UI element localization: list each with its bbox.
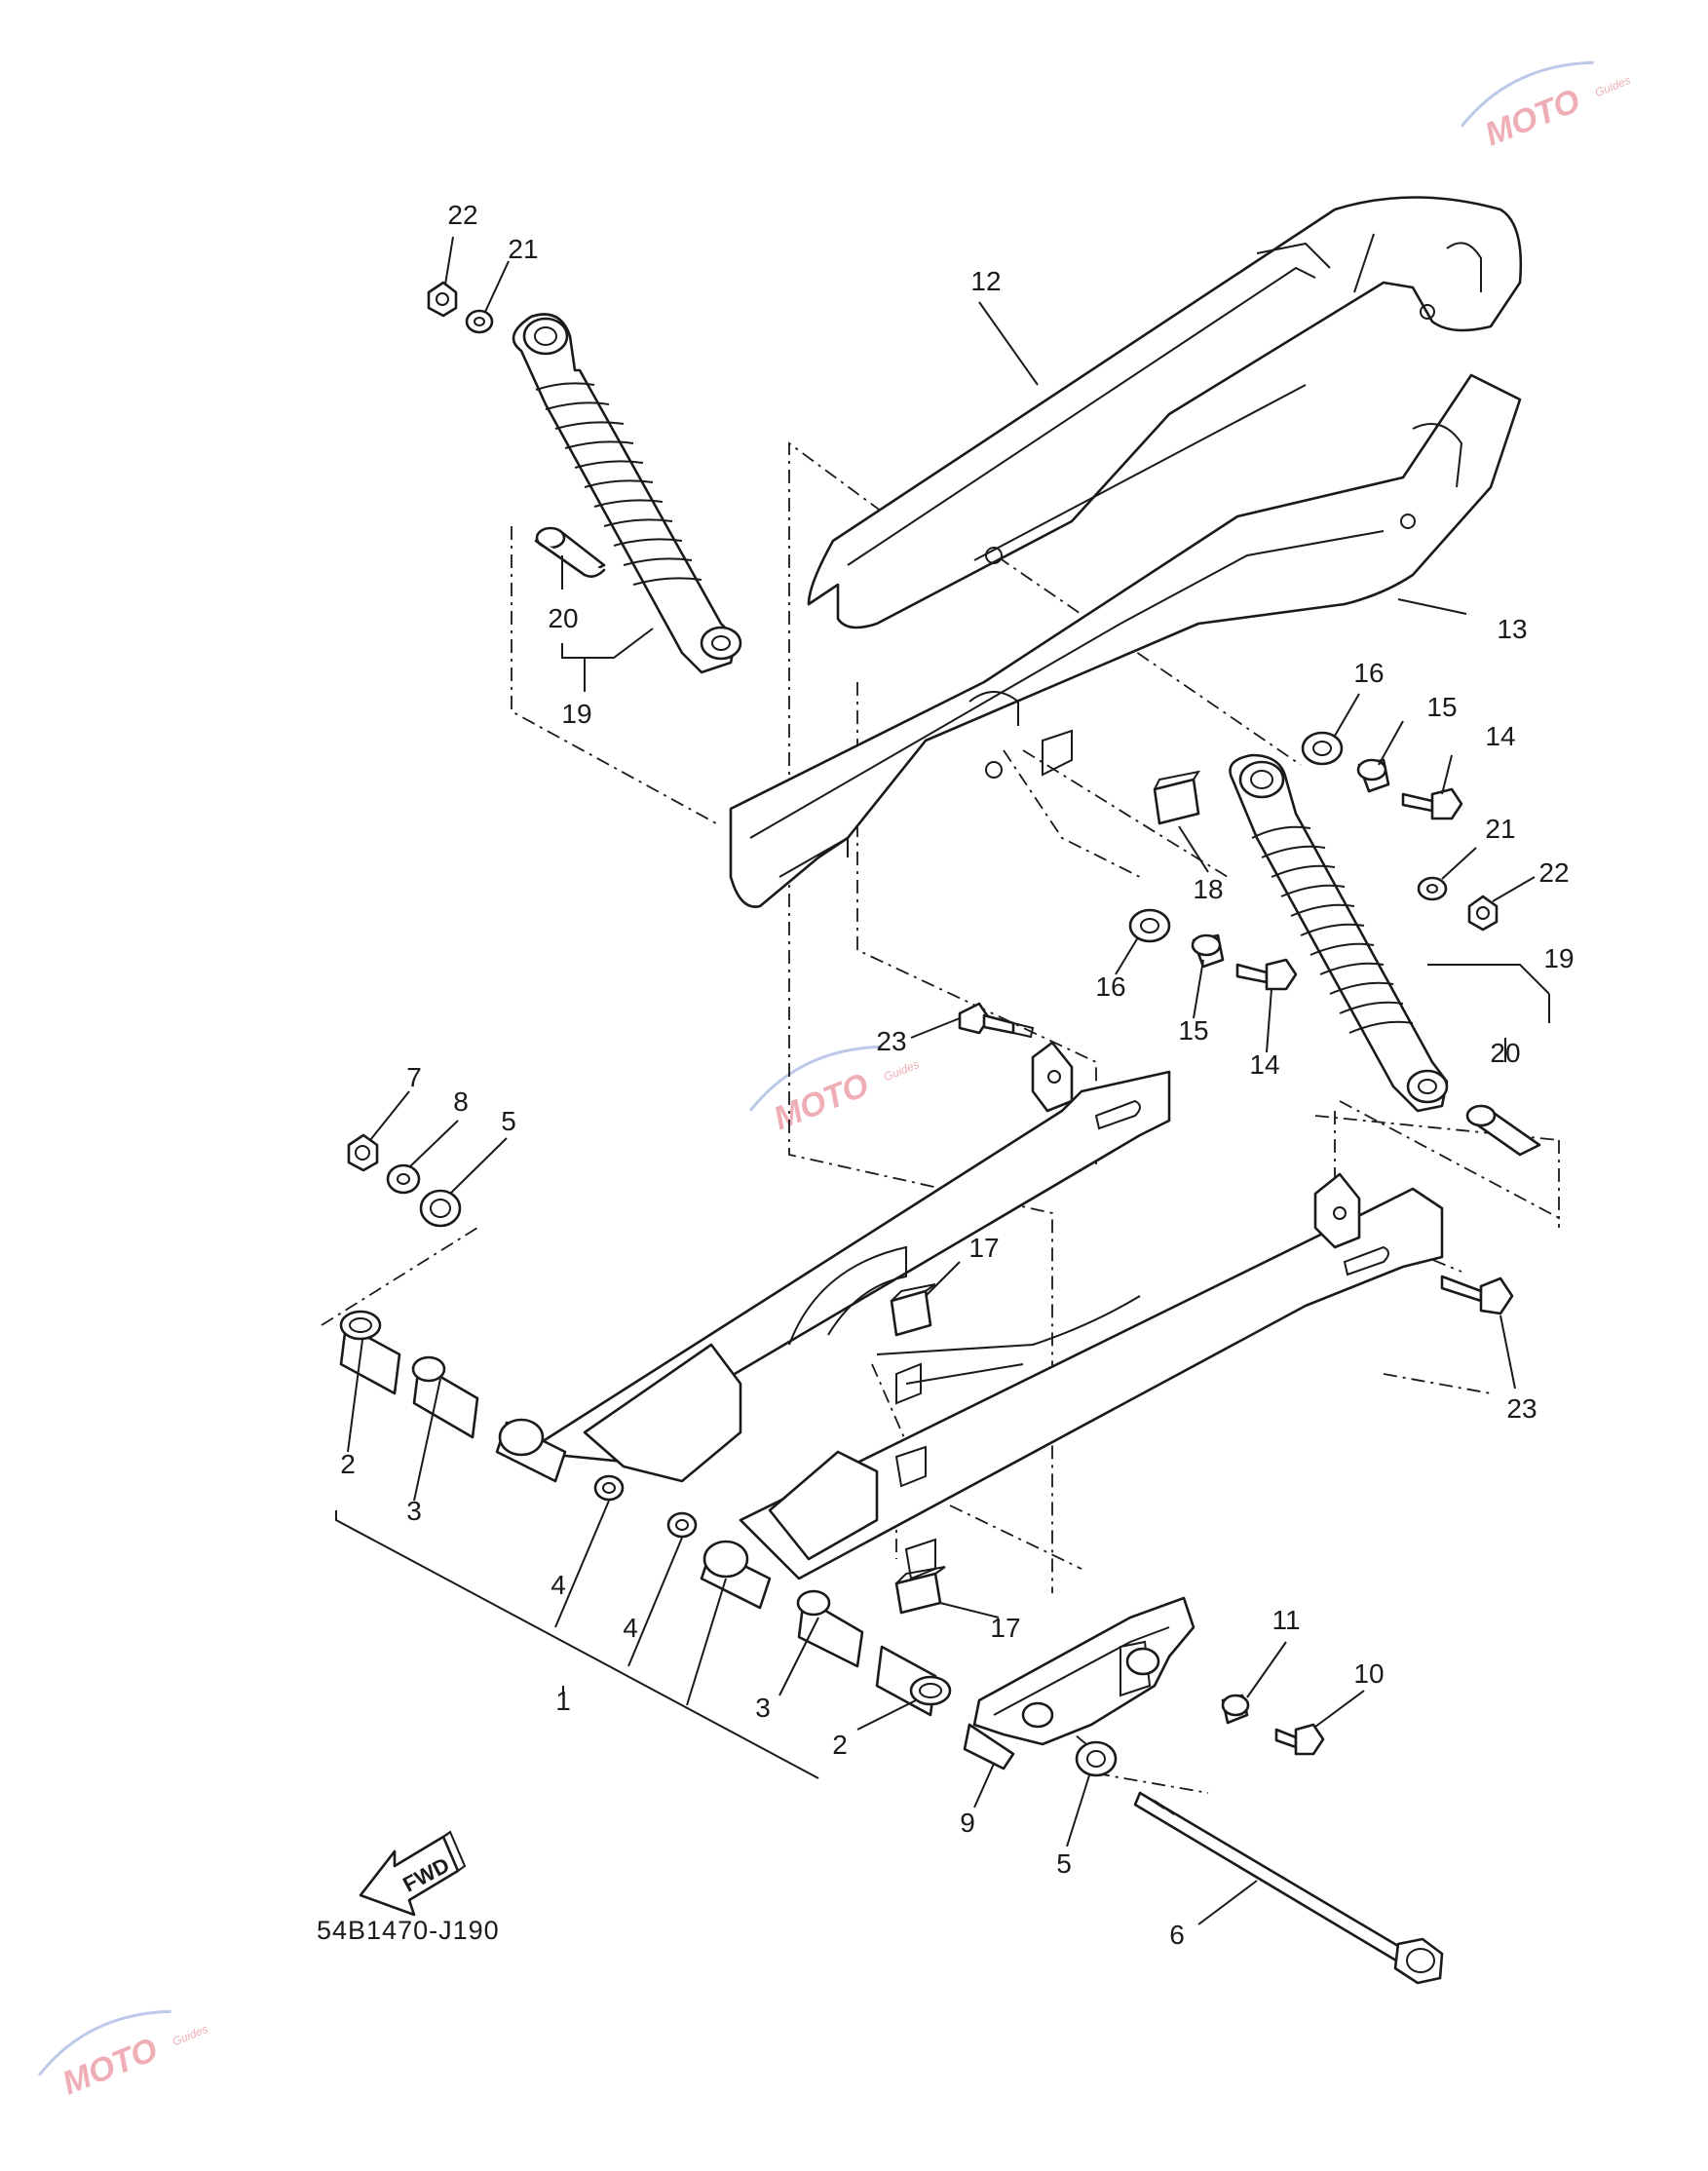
damper-upper-part-16 [1301, 731, 1344, 766]
rear-shock-absorber-right-part-19 [1229, 753, 1449, 1113]
pivot-boss-right [700, 1540, 772, 1610]
oil-seal-right-part-5 [1075, 1740, 1118, 1777]
spacer-right-part-3 [796, 1589, 864, 1668]
callout-16: 16 [1095, 971, 1125, 1002]
bushing-right-part-2 [875, 1645, 952, 1717]
washer-part-8 [386, 1163, 421, 1195]
callout-21: 21 [1485, 814, 1515, 844]
callout-labels: 22 21 12 13 20 19 16 15 14 21 22 18 16 1… [340, 200, 1574, 1950]
bolt-part-10 [1274, 1723, 1325, 1756]
diagram-part-code: 54B1470-J190 [317, 1916, 500, 1945]
collar-part-11 [1221, 1694, 1250, 1725]
callout-19: 19 [1543, 943, 1574, 973]
callout-19: 19 [561, 699, 591, 729]
svg-text:Guides: Guides [882, 1057, 922, 1084]
collar-right-part-20 [1465, 1104, 1541, 1157]
washer-left-part-4 [593, 1474, 625, 1502]
watermark-bottom-left: MOTO Guides [38, 2009, 210, 2102]
nut-right-part-22 [1467, 895, 1499, 932]
callout-22: 22 [1538, 857, 1569, 888]
nut-left-part-22 [427, 281, 458, 318]
callout-2: 2 [832, 1730, 848, 1760]
washer-left-part-21 [465, 309, 494, 334]
callout-23: 23 [876, 1026, 906, 1056]
collar-upper-part-15 [1356, 758, 1390, 793]
callout-2: 2 [340, 1449, 356, 1479]
pivot-boss-left [495, 1418, 567, 1483]
callout-15: 15 [1426, 692, 1457, 722]
forward-direction-arrow-icon: FWD [359, 1830, 467, 1917]
callout-6: 6 [1169, 1920, 1185, 1950]
callout-9: 9 [960, 1808, 975, 1838]
washer-right-part-21 [1417, 876, 1448, 901]
leader-lines [335, 236, 1550, 1925]
bolt-upper-part-23 [958, 1002, 1035, 1039]
callout-17: 17 [968, 1233, 999, 1263]
callout-17: 17 [990, 1613, 1020, 1643]
callout-14: 14 [1249, 1049, 1279, 1080]
callout-20: 20 [548, 603, 578, 633]
chain-guide-part-9 [963, 1596, 1196, 1771]
svg-text:Guides: Guides [1593, 73, 1633, 99]
callout-5: 5 [501, 1106, 516, 1136]
callout-22: 22 [447, 200, 477, 230]
pivot-shaft-part-6 [1133, 1791, 1444, 1985]
callout-12: 12 [970, 266, 1001, 296]
callout-4: 4 [623, 1613, 638, 1643]
callout-8: 8 [453, 1086, 469, 1117]
bolt-lower-part-23 [1440, 1275, 1514, 1315]
callout-7: 7 [406, 1062, 422, 1092]
callout-3: 3 [755, 1693, 771, 1723]
rear-arm-swingarm-part-1 [524, 1041, 1444, 1581]
chain-case-upper-part-12 [807, 196, 1523, 629]
oil-seal-left-part-5 [419, 1189, 462, 1228]
collar-left-part-20 [534, 526, 606, 578]
callout-23: 23 [1506, 1393, 1537, 1424]
nut-part-7 [347, 1133, 379, 1172]
callout-13: 13 [1497, 614, 1527, 644]
callout-3: 3 [406, 1496, 422, 1526]
rear-shock-absorber-left-part-19 [512, 313, 742, 674]
bolt-upper-part-14 [1401, 787, 1463, 820]
callout-21: 21 [508, 234, 538, 264]
callout-1: 1 [555, 1686, 571, 1716]
callout-5: 5 [1056, 1848, 1072, 1879]
collar-lower-part-15 [1191, 933, 1225, 969]
callout-16: 16 [1353, 658, 1384, 688]
chain-protector-upper-part-17 [890, 1283, 936, 1337]
bolt-lower-part-14 [1235, 958, 1298, 991]
damper-lower-part-16 [1128, 908, 1171, 943]
callout-4: 4 [550, 1570, 566, 1600]
bushing-left-part-2 [339, 1310, 401, 1395]
callout-10: 10 [1353, 1658, 1384, 1689]
callout-20: 20 [1490, 1038, 1520, 1068]
washer-right-part-4 [666, 1511, 698, 1539]
spacer-left-part-3 [411, 1355, 479, 1439]
callout-14: 14 [1485, 721, 1515, 751]
chain-case-lower-part-13 [729, 373, 1522, 908]
watermark-top-right: MOTO Guides [1461, 60, 1633, 153]
callout-11: 11 [1272, 1605, 1300, 1635]
callout-15: 15 [1178, 1015, 1208, 1046]
svg-text:Guides: Guides [171, 2022, 210, 2048]
damper-pad-part-18 [1153, 770, 1201, 825]
callout-18: 18 [1193, 874, 1223, 904]
